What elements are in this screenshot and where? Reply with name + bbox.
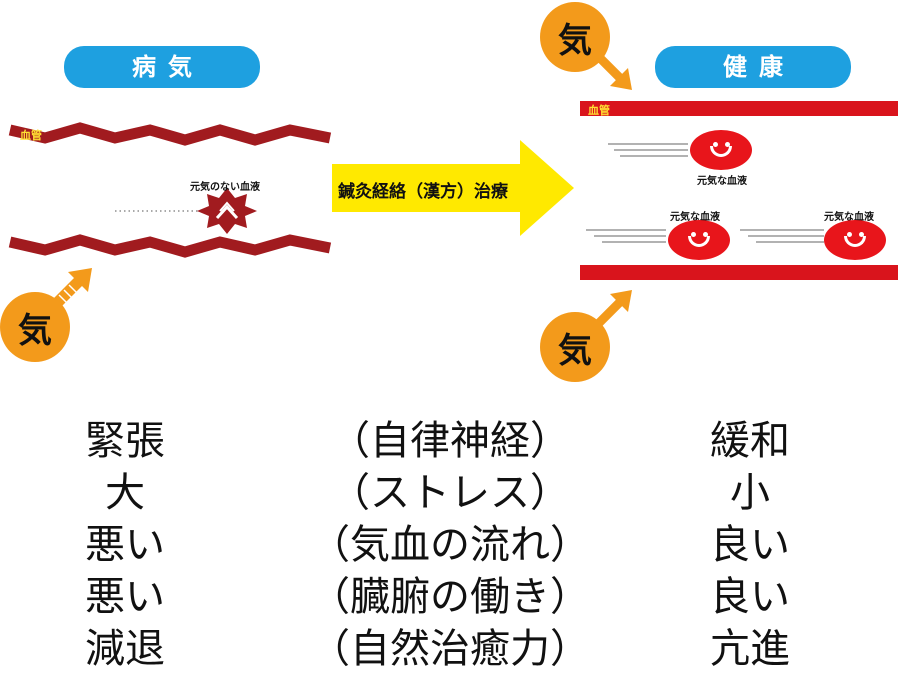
ki-symbol: 気 [558,330,592,371]
vessel-label-right: 血管 [588,104,610,117]
ki-symbol: 気 [18,310,52,351]
healthy-blood-cell [824,220,886,260]
sick-state-item: 大 [105,470,145,516]
ki-symbol: 気 [558,20,592,61]
vessel-top-wall [8,122,332,146]
unhealthy-blood-cell [197,188,257,234]
vessel-top-wall-healthy [580,101,898,116]
ki-circle-bottom-right: 気 [540,312,610,382]
healthy-title-pill: 健康 [655,46,851,88]
sick-state-column: 緊張 大 悪い 悪い 減退 [70,415,180,675]
vessel-bottom-wall [8,234,332,258]
healthy-state-item: 小 [730,470,770,516]
vessel-bottom-wall-healthy [580,265,898,280]
sick-state-item: 緊張 [85,418,165,464]
sick-state-item: 悪い [85,574,165,620]
healthy-blood-label: 元気な血液 [697,176,747,187]
healthy-state-item: 亢進 [710,626,790,672]
category-item: （臓腑の働き） [310,574,590,620]
constricted-vessel [8,122,332,258]
sick-title-pill: 病気 [64,46,260,88]
healthy-blood-label: 元気な血液 [670,212,720,223]
category-item: （自律神経） [330,418,570,464]
healthy-blood-label: 元気な血液 [824,212,874,223]
ki-circle-bottom-left: 気 [0,292,70,362]
healthy-state-item: 良い [710,574,790,620]
healthy-blood-cell [668,220,730,260]
ki-arrow-top-right [592,50,632,90]
healthy-state-item: 緩和 [710,418,790,464]
weak-blood-label: 元気のない血液 [190,182,260,193]
category-item: （自然治癒力） [310,626,590,672]
flow-lines [586,143,824,243]
healthy-state-item: 良い [710,522,790,568]
sick-title: 病気 [132,53,204,81]
category-column: （自律神経） （ストレス） （気血の流れ） （臓腑の働き） （自然治癒力） [300,415,600,675]
vessel-label-left: 血管 [20,129,42,142]
sick-state-item: 減退 [85,626,165,672]
treatment-label: 鍼灸経絡（漢方）治療 [338,182,508,202]
category-item: （気血の流れ） [310,522,590,568]
healthy-title: 健康 [723,53,795,81]
treatment-arrow [332,140,574,236]
healthy-state-column: 緩和 小 良い 良い 亢進 [695,415,805,675]
sick-state-item: 悪い [85,522,165,568]
category-item: （ストレス） [330,470,570,516]
healthy-blood-cell [690,130,752,170]
